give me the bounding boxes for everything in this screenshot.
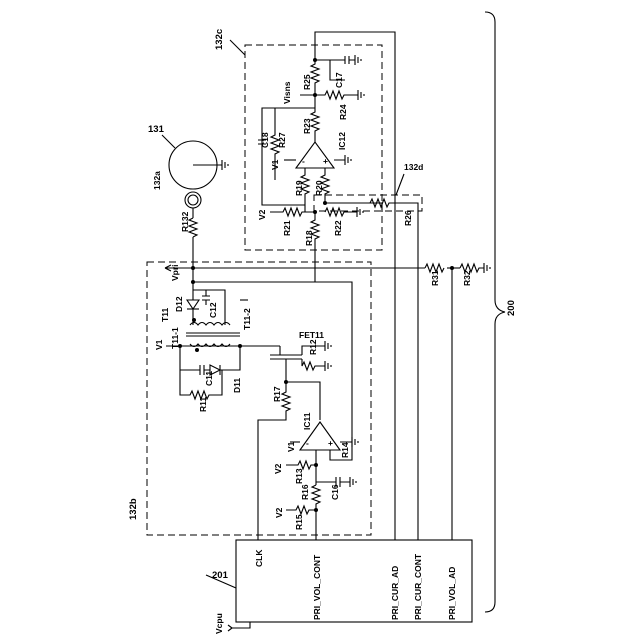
label-r14: R14 bbox=[340, 442, 350, 458]
label-c17: C17 bbox=[334, 72, 344, 88]
pin-pri-cur-cont: PRI_CUR_CONT bbox=[413, 553, 423, 620]
junction-r20 bbox=[323, 201, 327, 205]
label-r20: R20 bbox=[314, 180, 324, 196]
transformer-t11-secondary bbox=[190, 323, 230, 326]
label-c12: C12 bbox=[208, 302, 218, 318]
vcpu-wire bbox=[232, 622, 250, 628]
label-fet11: FET11 bbox=[299, 330, 324, 340]
ic12-minus: - bbox=[302, 156, 305, 166]
wire-vpri-rail bbox=[193, 268, 352, 440]
label-132d: 132d bbox=[404, 162, 423, 172]
label-visns: Visns bbox=[282, 81, 292, 104]
label-r27: R27 bbox=[277, 132, 287, 148]
label-vcpu: Vcpu bbox=[214, 613, 224, 634]
fet11-body bbox=[270, 355, 302, 359]
label-v2-a: V2 bbox=[273, 463, 283, 474]
ground-r32-icon bbox=[484, 263, 490, 273]
label-r132: R132 bbox=[180, 211, 190, 232]
capacitor-c17 bbox=[345, 56, 349, 64]
label-vpri: Vpri bbox=[170, 264, 180, 281]
resistor-r12 bbox=[302, 359, 331, 371]
vcpu-arrow-icon bbox=[228, 625, 232, 631]
resistor-r16 bbox=[312, 485, 320, 540]
label-r21: R21 bbox=[282, 220, 292, 236]
wire-pri-cur-ad bbox=[315, 32, 395, 540]
label-ic11: IC11 bbox=[302, 412, 312, 430]
label-132c: 132c bbox=[214, 29, 225, 50]
resistor-r18 bbox=[311, 212, 319, 282]
label-r16: R16 bbox=[300, 484, 310, 500]
label-r22: R22 bbox=[333, 220, 343, 236]
resistor-r21 bbox=[270, 208, 315, 216]
pin-pri-cur-ad: PRI_CUR_AD bbox=[390, 566, 400, 620]
label-132a: 132a bbox=[152, 171, 162, 190]
t11-dot-primary bbox=[195, 348, 199, 352]
resistor-r23 bbox=[311, 95, 319, 142]
label-c18: C18 bbox=[260, 132, 270, 148]
junction-r31 bbox=[450, 266, 454, 270]
ic11-plus: + bbox=[328, 438, 333, 448]
ground-131-icon bbox=[222, 160, 228, 170]
label-200: 200 bbox=[506, 300, 517, 316]
ic12-plus: + bbox=[323, 156, 328, 166]
pin-clk: CLK bbox=[254, 549, 264, 567]
label-r15: R15 bbox=[294, 514, 304, 530]
label-r19: R19 bbox=[294, 180, 304, 196]
diode-d12 bbox=[187, 300, 199, 309]
label-r25: R25 bbox=[302, 74, 312, 90]
label-d12: D12 bbox=[174, 296, 184, 312]
resistor-r24 bbox=[300, 91, 358, 99]
junction-r13 bbox=[314, 463, 318, 467]
label-r11: R11 bbox=[198, 397, 208, 412]
resistor-r132 bbox=[189, 218, 197, 237]
leader-132c bbox=[230, 40, 245, 55]
label-v2-c: V2 bbox=[257, 209, 267, 220]
label-131: 131 bbox=[148, 124, 165, 135]
ground-ic12-icon bbox=[334, 155, 351, 165]
cpu-201-box bbox=[236, 540, 472, 622]
label-v1-b: V1 bbox=[286, 441, 296, 452]
ground-r22-icon bbox=[357, 207, 363, 217]
resistor-r15 bbox=[286, 506, 316, 514]
ground-c17-icon bbox=[349, 55, 361, 65]
label-r12: R12 bbox=[308, 339, 318, 355]
component-132a-outer bbox=[185, 192, 201, 208]
ground-fet11-icon bbox=[325, 341, 331, 351]
label-v2-b: V2 bbox=[274, 507, 284, 518]
junction-r15 bbox=[314, 508, 318, 512]
resistor-r13 bbox=[286, 461, 316, 469]
label-d11: D11 bbox=[232, 378, 242, 393]
label-r31: R31 bbox=[430, 270, 440, 286]
transformer-t11-core bbox=[186, 333, 240, 336]
pin-pri-vol-cont: PRI_VOL_CONT bbox=[312, 554, 322, 620]
label-r24: R24 bbox=[338, 104, 348, 120]
label-r26: R26 bbox=[403, 210, 413, 226]
ground-r24-icon bbox=[358, 90, 364, 100]
resistor-r25 bbox=[311, 60, 319, 95]
label-c16: C16 bbox=[330, 484, 340, 500]
wire-primary-d11 bbox=[220, 346, 240, 370]
wire-pri-cur-cont bbox=[403, 203, 418, 540]
ic11-minus: - bbox=[306, 438, 309, 448]
component-132a-inner bbox=[188, 195, 198, 205]
label-t11-2: T11-2 bbox=[242, 308, 252, 330]
label-r13: R13 bbox=[294, 468, 304, 484]
label-ic12: IC12 bbox=[337, 132, 347, 150]
label-r23: R23 bbox=[302, 118, 312, 134]
pin-pri-vol-ad: PRI_VOL_AD bbox=[447, 567, 457, 620]
leader-132d bbox=[396, 174, 404, 195]
label-r17: R17 bbox=[272, 386, 282, 402]
label-r18: R18 bbox=[304, 230, 314, 246]
label-r32: R32 bbox=[462, 270, 472, 286]
label-201: 201 bbox=[212, 570, 229, 581]
label-c11: C11 bbox=[204, 371, 214, 386]
resistor-r22 bbox=[325, 208, 357, 216]
brace-200 bbox=[485, 12, 505, 612]
label-t11: T11 bbox=[160, 308, 170, 322]
leader-131 bbox=[162, 135, 175, 148]
label-v1-a: V1 bbox=[154, 339, 164, 350]
label-132b: 132b bbox=[128, 498, 139, 520]
t11-dot-secondary bbox=[192, 318, 196, 322]
